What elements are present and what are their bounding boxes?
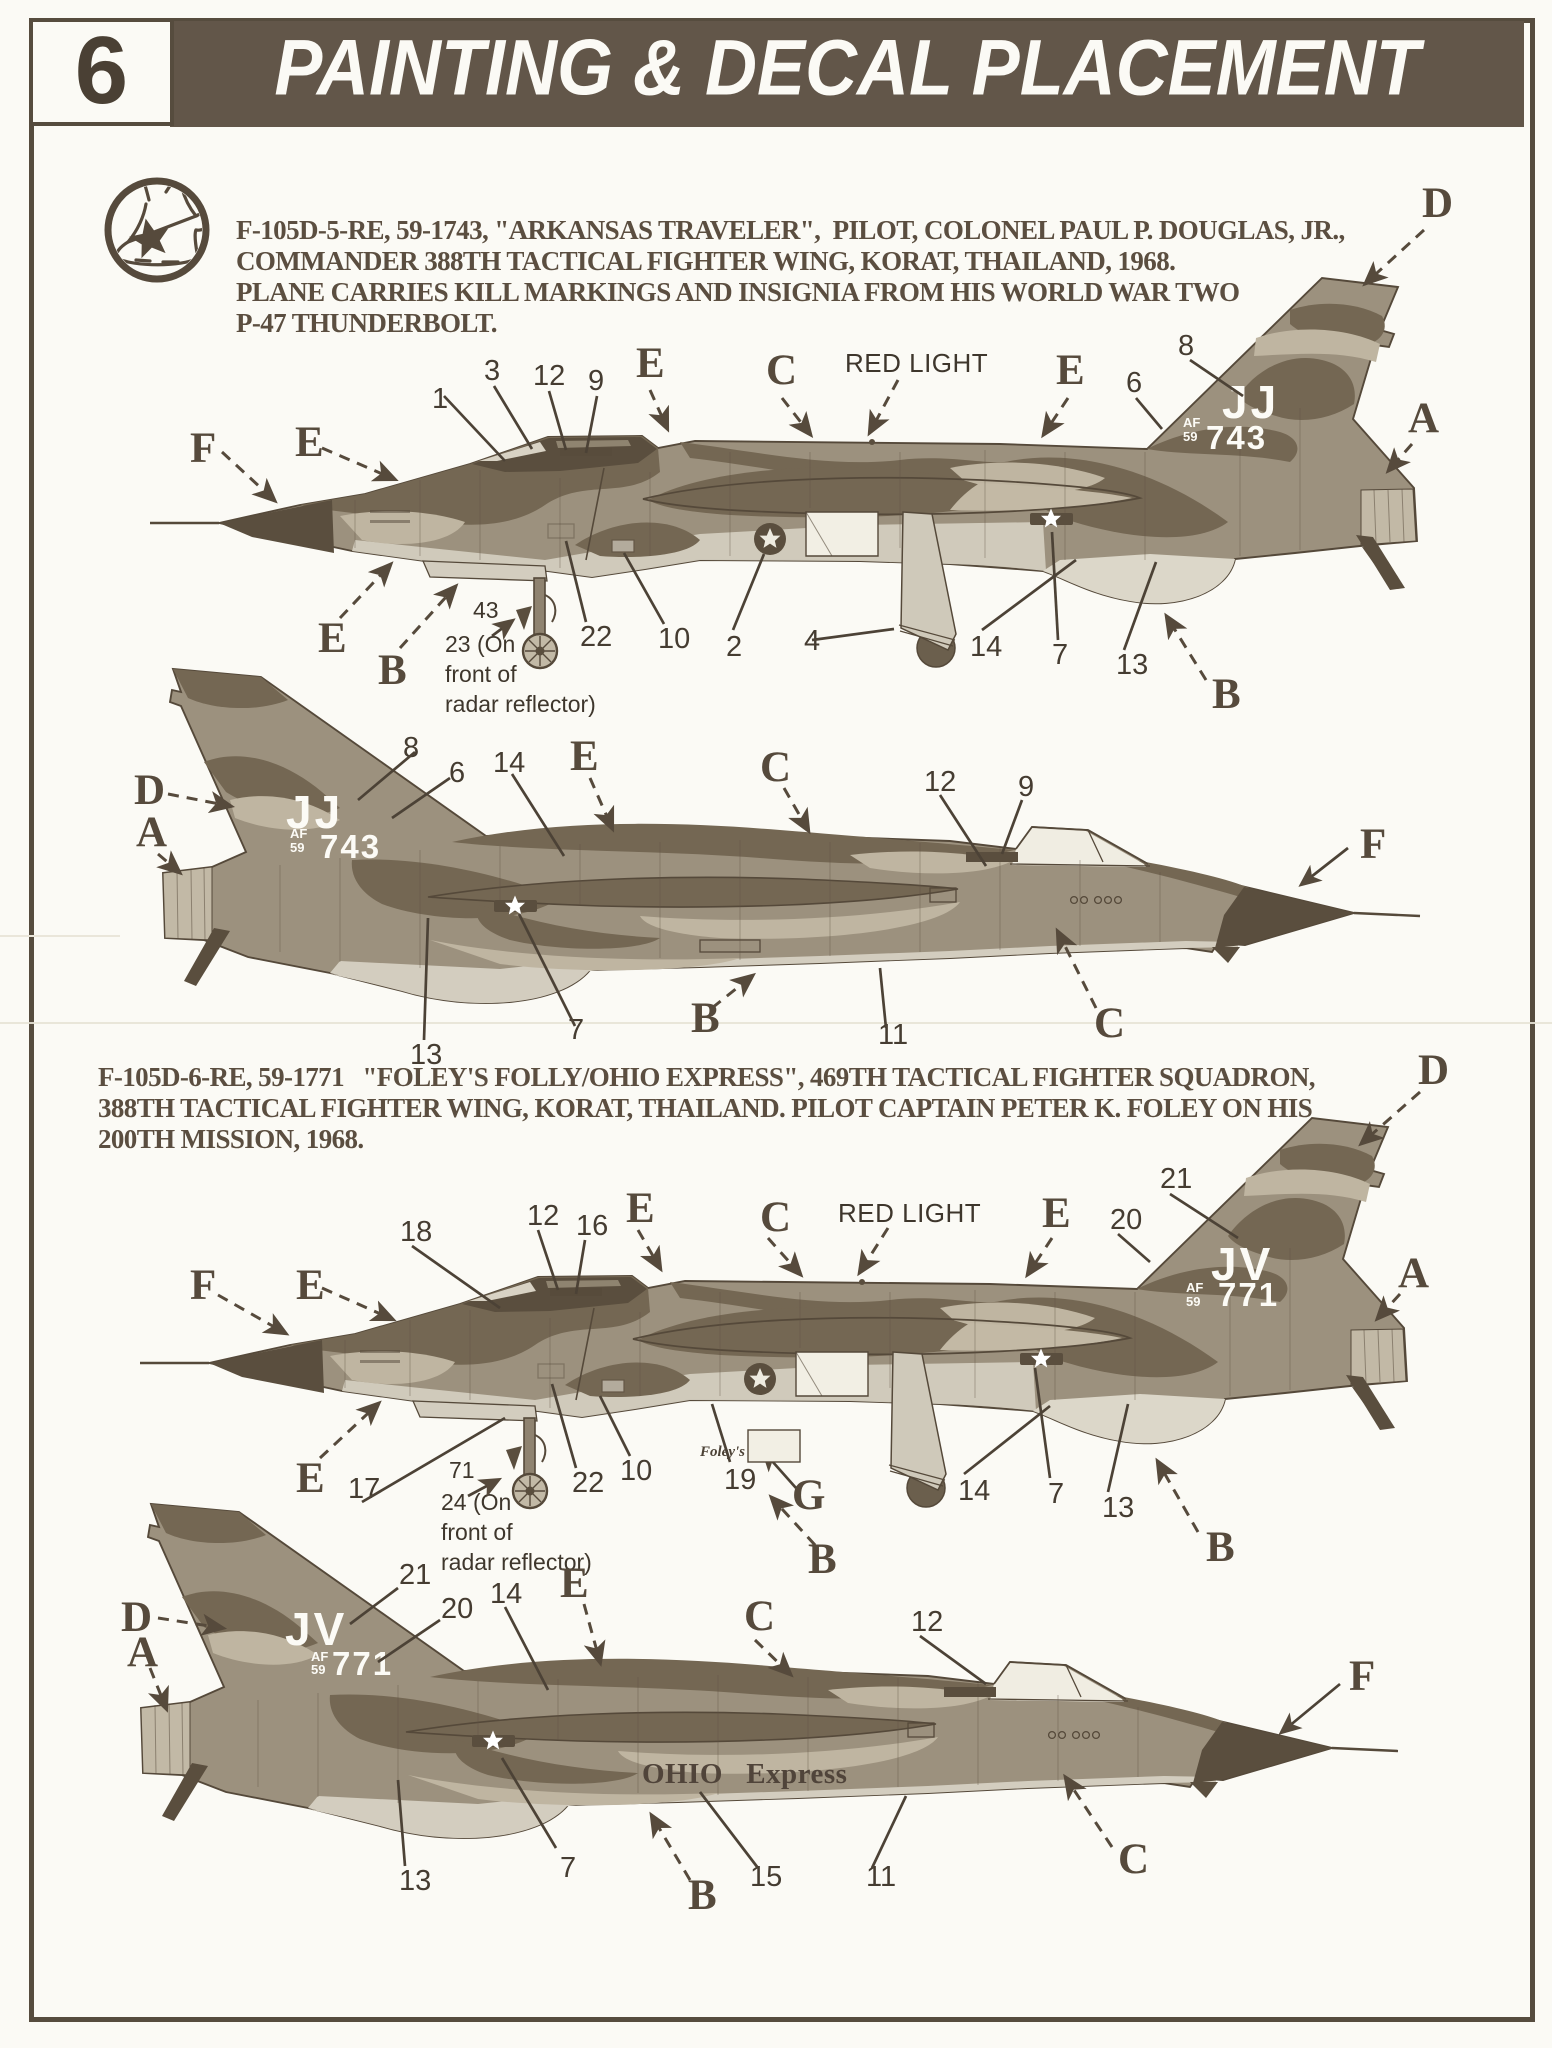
svg-text:10: 10 xyxy=(620,1455,652,1487)
svg-text:radar reflector): radar reflector) xyxy=(441,1549,592,1575)
svg-text:C: C xyxy=(1118,1836,1149,1883)
svg-text:E: E xyxy=(1042,1190,1071,1237)
svg-text:E: E xyxy=(626,1185,655,1232)
svg-text:JJ: JJ xyxy=(1222,376,1279,428)
svg-text:radar reflector): radar reflector) xyxy=(445,691,596,717)
svg-text:59: 59 xyxy=(1183,429,1197,444)
svg-text:D: D xyxy=(1418,1047,1449,1094)
svg-text:59: 59 xyxy=(311,1662,325,1677)
svg-text:14: 14 xyxy=(958,1475,990,1507)
svg-text:1: 1 xyxy=(432,383,448,415)
svg-text:front of: front of xyxy=(441,1519,513,1545)
svg-text:22: 22 xyxy=(572,1467,604,1499)
svg-text:14: 14 xyxy=(970,631,1002,663)
svg-text:12: 12 xyxy=(911,1606,943,1638)
svg-text:7: 7 xyxy=(1052,639,1068,671)
svg-text:18: 18 xyxy=(400,1216,432,1248)
svg-text:D: D xyxy=(134,767,165,814)
svg-text:23 (On: 23 (On xyxy=(445,631,515,657)
svg-text:16: 16 xyxy=(576,1210,608,1242)
svg-text:G: G xyxy=(792,1472,825,1519)
svg-text:743: 743 xyxy=(1206,419,1267,456)
svg-text:F: F xyxy=(1349,1653,1375,1700)
svg-text:JV: JV xyxy=(285,1603,347,1655)
svg-text:E: E xyxy=(318,615,347,662)
svg-text:AF: AF xyxy=(290,826,307,841)
svg-text:20: 20 xyxy=(441,1593,473,1625)
svg-text:71: 71 xyxy=(449,1457,475,1483)
svg-text:E: E xyxy=(296,1455,325,1502)
svg-text:771: 771 xyxy=(1218,1276,1279,1313)
svg-text:B: B xyxy=(688,1872,717,1919)
svg-text:43: 43 xyxy=(473,597,499,623)
svg-text:12: 12 xyxy=(527,1200,559,1232)
svg-text:RED LIGHT: RED LIGHT xyxy=(845,348,988,378)
svg-text:2: 2 xyxy=(726,631,742,663)
svg-text:8: 8 xyxy=(1178,330,1194,362)
svg-text:21: 21 xyxy=(399,1559,431,1591)
svg-text:13: 13 xyxy=(399,1865,431,1897)
svg-text:C: C xyxy=(766,347,797,394)
svg-text:C: C xyxy=(760,1194,791,1241)
svg-text:C: C xyxy=(744,1593,775,1640)
svg-text:7: 7 xyxy=(560,1852,576,1884)
svg-text:B: B xyxy=(1206,1524,1235,1571)
svg-text:14: 14 xyxy=(493,747,525,779)
svg-text:A: A xyxy=(1398,1250,1429,1297)
svg-text:JJ: JJ xyxy=(286,786,343,838)
svg-text:59: 59 xyxy=(1186,1294,1200,1309)
svg-text:14: 14 xyxy=(490,1578,522,1610)
svg-text:RED LIGHT: RED LIGHT xyxy=(838,1198,981,1228)
svg-text:F: F xyxy=(1360,821,1386,868)
svg-text:D: D xyxy=(121,1594,152,1641)
svg-text:E: E xyxy=(570,733,599,780)
svg-text:19: 19 xyxy=(724,1464,756,1496)
svg-text:4: 4 xyxy=(804,625,820,657)
svg-text:E: E xyxy=(560,1560,589,1607)
svg-text:C: C xyxy=(1094,1000,1125,1047)
svg-text:D: D xyxy=(1422,180,1453,227)
svg-text:6: 6 xyxy=(449,757,465,789)
svg-text:OHIO Express: OHIO Express xyxy=(642,1758,847,1790)
svg-text:JV: JV xyxy=(1211,1238,1273,1290)
svg-text:7: 7 xyxy=(1048,1478,1064,1510)
svg-text:A: A xyxy=(1408,395,1439,442)
svg-text:F: F xyxy=(190,1262,216,1309)
svg-text:E: E xyxy=(296,1262,325,1309)
svg-text:13: 13 xyxy=(1116,649,1148,681)
svg-text:front of: front of xyxy=(445,661,517,687)
svg-text:771: 771 xyxy=(332,1645,393,1682)
svg-text:9: 9 xyxy=(1018,771,1034,803)
svg-text:11: 11 xyxy=(866,1861,896,1893)
svg-text:10: 10 xyxy=(658,623,690,655)
svg-text:B: B xyxy=(691,995,720,1042)
svg-text:13: 13 xyxy=(1102,1492,1134,1524)
svg-text:12: 12 xyxy=(533,360,565,392)
svg-text:6: 6 xyxy=(1126,367,1142,399)
svg-text:3: 3 xyxy=(484,355,500,387)
svg-text:13: 13 xyxy=(410,1039,442,1071)
svg-text:AF: AF xyxy=(1186,1280,1203,1295)
svg-text:F: F xyxy=(190,425,216,472)
svg-text:AF: AF xyxy=(1183,415,1200,430)
svg-text:11: 11 xyxy=(878,1019,908,1051)
svg-text:A: A xyxy=(136,809,167,856)
svg-text:9: 9 xyxy=(588,365,604,397)
svg-text:B: B xyxy=(378,647,407,694)
svg-text:A: A xyxy=(127,1629,158,1676)
svg-text:C: C xyxy=(760,744,791,791)
svg-text:E: E xyxy=(295,419,324,466)
svg-text:20: 20 xyxy=(1110,1204,1142,1236)
svg-text:12: 12 xyxy=(924,766,956,798)
svg-text:E: E xyxy=(636,340,665,387)
svg-text:8: 8 xyxy=(403,732,419,764)
svg-text:743: 743 xyxy=(320,828,381,865)
svg-text:B: B xyxy=(1212,671,1241,718)
svg-text:21: 21 xyxy=(1160,1163,1192,1195)
svg-text:22: 22 xyxy=(580,621,612,653)
svg-text:E: E xyxy=(1056,347,1085,394)
svg-text:AF: AF xyxy=(311,1649,328,1664)
svg-text:59: 59 xyxy=(290,840,304,855)
